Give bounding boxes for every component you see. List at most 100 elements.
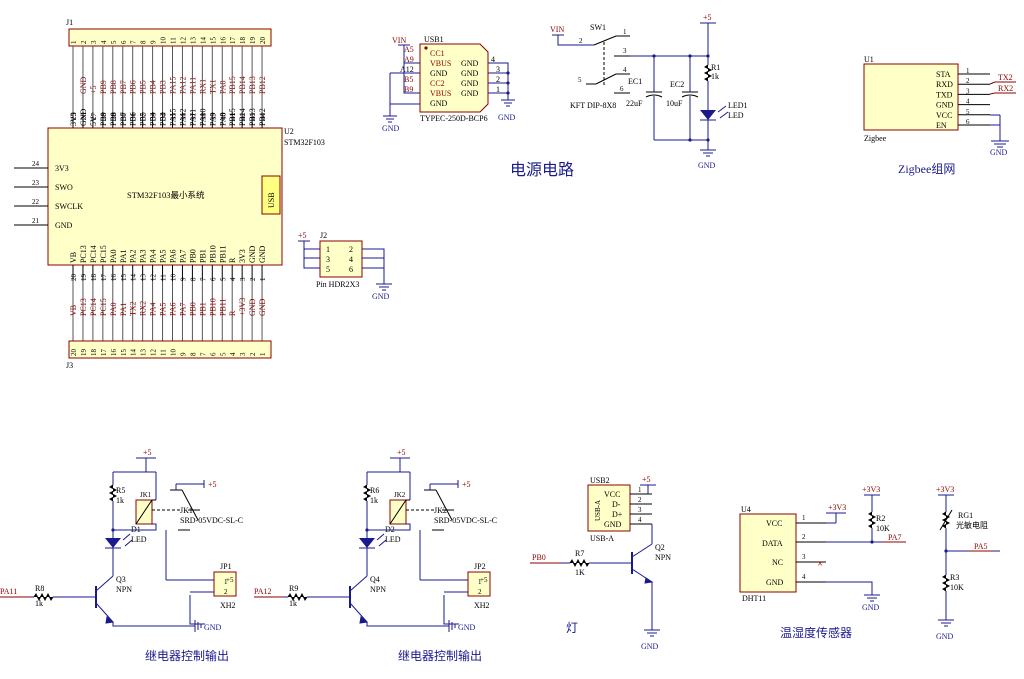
section-title-sensor: 温湿度传感器 <box>780 625 852 640</box>
j2-pin-5: 5 <box>326 265 330 274</box>
relay-jp-ref: JP1 <box>220 562 232 571</box>
relay-base-resistor-value: 1k <box>289 599 297 608</box>
mcu-bottom-num: 17 <box>100 274 108 282</box>
j3-net-label: PC14 <box>89 298 98 316</box>
relay-jk-part: SRD-05VDC-SL-C <box>180 516 243 525</box>
usb1-part: TYPEC-250D-BCP6 <box>420 114 488 123</box>
mcu-bottom-num: 19 <box>80 274 88 282</box>
mcu-left-pins: 24 23 22 21 3V3 SWO SWCLK GND <box>14 160 83 230</box>
mcu-bottom-num: 16 <box>110 274 118 282</box>
j1-pin-number: 2 <box>80 40 88 44</box>
usb2-pin-vcc: VCC <box>604 490 620 499</box>
relay-jp-part: XH2 <box>474 601 490 610</box>
usb1-num-a5: A5 <box>404 45 414 54</box>
j1-pin-number: 9 <box>150 40 158 44</box>
usb1-num-4: 4 <box>491 55 495 64</box>
dht-ref: U4 <box>741 505 751 514</box>
relay-switch-plus5: +5 <box>208 480 217 489</box>
header-j3: 20VB19PC1318PC1417PC1516PA015PA114TX213R… <box>66 281 272 370</box>
j1-legs <box>72 46 263 112</box>
usb2-pin-dp: D+ <box>612 510 623 519</box>
mcu-top-pin: PB8 <box>109 112 118 126</box>
mcu-bottom-num: 15 <box>120 274 128 282</box>
dht-plus3v3-a: +3V3 <box>828 503 846 512</box>
usb1-pin-gnd-r4: GND <box>461 89 479 98</box>
j3-pin-numbers: 20VB19PC1318PC1417PC1516PA015PA114TX213R… <box>69 298 267 356</box>
section-title-zigbee: Zigbee组网 <box>898 162 955 176</box>
usb1-pin-vbus1: VBUS <box>430 59 451 68</box>
mcu-bottom-pin: PA0 <box>109 250 118 264</box>
mcu-top-pin: PB7 <box>119 112 128 126</box>
mcu-top-pin: PB9 <box>99 112 108 126</box>
relay-jp-part: XH2 <box>220 601 236 610</box>
mcu-bottom-num: 6 <box>209 277 217 281</box>
usb1-pin-gnd1: GND <box>430 69 448 78</box>
usb2-num-4: 4 <box>638 516 642 524</box>
usb1-pin-vbus2: VBUS <box>430 89 451 98</box>
zigbee-gnd: GND <box>990 148 1008 157</box>
usb2-num-3: 3 <box>638 506 642 514</box>
dht-num-3: 3 <box>802 553 806 561</box>
relay-resistor-value: 1k <box>116 496 124 505</box>
j1-pin-number: 10 <box>160 37 168 45</box>
mcu-bottom-pin: PB11 <box>218 246 227 264</box>
dht-gnd: GND <box>862 603 880 612</box>
j3-legs <box>72 281 263 341</box>
mcu-top-pin: 5V <box>89 116 98 126</box>
j3-net-label: PA0 <box>109 303 118 317</box>
j3-net-label: +3V3 <box>238 298 247 316</box>
j1-pin-number: 5 <box>110 40 118 44</box>
usb1-gnd-right: GND <box>498 113 516 122</box>
usb1-vin: VIN <box>392 36 406 45</box>
j3-pin-number: 15 <box>120 349 128 357</box>
relay-jk-ref: JK1 <box>180 506 193 515</box>
relay-transistor-type: NPN <box>370 585 386 594</box>
usb1-num-b9: B9 <box>404 85 413 94</box>
usb1-num-a12: A12 <box>400 65 414 74</box>
zigbee-ref: U1 <box>864 55 874 64</box>
mcu-top-pin: GND <box>79 108 88 126</box>
mcu-top-num: 37 <box>189 113 197 121</box>
mcu-top-pin: PB14 <box>238 108 247 126</box>
mcu-bottom-num: 1 <box>259 277 267 281</box>
mcu-top-num: 35 <box>170 113 178 121</box>
j3-net-label: GND <box>258 298 267 316</box>
relay-gnd: GND <box>458 623 476 632</box>
mcu-bottom-pin: PA5 <box>159 250 168 264</box>
j3-pin-number: 12 <box>150 349 158 357</box>
dht-net-pa7: PA7 <box>888 533 902 542</box>
j3-pin-number: 9 <box>179 352 187 356</box>
mcu-bottom-pin: PA7 <box>178 250 187 264</box>
q2-type: NPN <box>655 553 671 562</box>
mcu-top-pin: PA10 <box>198 109 207 127</box>
j1-pin-number: 19 <box>249 37 257 45</box>
lamp-circuit: USB2 VCC D- D+ GND USB-A USB-A 1 2 3 4 +… <box>530 475 671 651</box>
zigbee-pin-label: RXD <box>936 80 953 89</box>
mcu-top-num: 34 <box>160 113 168 121</box>
mcu-usb-label: USB <box>267 192 276 208</box>
ec1-value: 22uF <box>626 99 643 108</box>
mcu-top-pin: PA9 <box>208 113 217 127</box>
usb1-gnd-left: GND <box>382 124 400 133</box>
mcu-bottom-pin: PA3 <box>139 250 148 264</box>
usb2-ref: USB2 <box>590 476 610 485</box>
j3-pin-number: 19 <box>80 349 88 357</box>
mcu-bottom-num: 8 <box>189 277 197 281</box>
r1-ref: R1 <box>711 63 720 72</box>
mcu-top-num: 32 <box>140 113 148 121</box>
zigbee-pin-label: STA <box>936 70 951 79</box>
mcu-top-num: 30 <box>120 113 128 121</box>
j3-net-label: PB1 <box>198 302 207 316</box>
relay-net-label: PA12 <box>254 587 272 596</box>
j3-net-label: PA4 <box>149 303 158 317</box>
dht-num-4: 4 <box>802 573 806 581</box>
usb2-num-1: 1 <box>638 486 642 494</box>
mcu-top-num: 33 <box>150 113 158 121</box>
mcu-top-num: 28 <box>100 113 108 121</box>
relay-transistor-ref: Q3 <box>116 575 126 584</box>
mcu-bottom-num: 14 <box>130 274 138 282</box>
mcu-top-num: 31 <box>130 113 138 121</box>
usb1-pin-gnd-r1: GND <box>461 59 479 68</box>
